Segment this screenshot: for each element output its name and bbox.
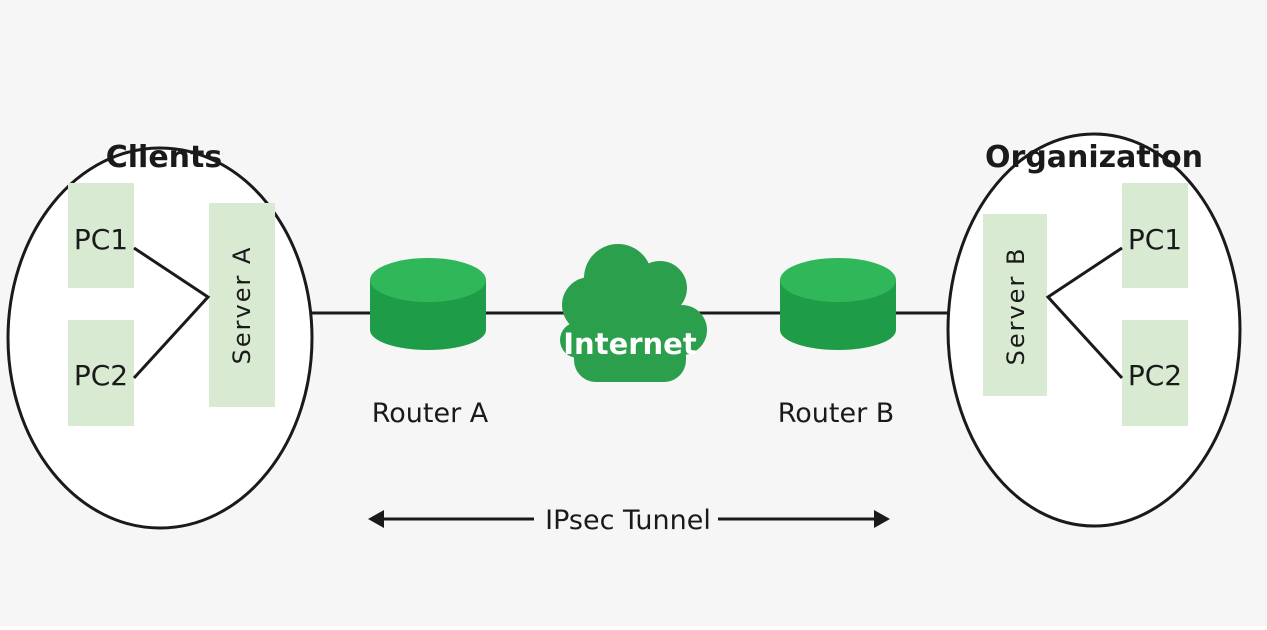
organization-group: Organization Server B PC1 PC2 [946, 132, 1242, 528]
router-b-label: Router B [778, 398, 895, 429]
organization-pc1-box [1122, 183, 1188, 288]
ipsec-tunnel: IPsec Tunnel [368, 505, 890, 536]
server-a-box [209, 203, 275, 407]
clients-pc-connector [132, 246, 211, 380]
router-b: Router B [778, 258, 896, 429]
internet: Internet [560, 244, 707, 382]
router-a: Router A [370, 258, 489, 429]
clients-pc2-box [68, 320, 134, 426]
organization-title: Organization [985, 140, 1203, 175]
clients-pc1-box [68, 183, 134, 288]
organization-pc1-label: PC1 [1128, 223, 1182, 256]
clients-group: Clients PC1 PC2 Server A [6, 140, 314, 530]
router-a-icon [370, 258, 486, 350]
organization-pc2-label: PC2 [1128, 359, 1182, 392]
clients-pc1-label: PC1 [74, 223, 128, 256]
clients-title: Clients [106, 140, 222, 175]
organization-pc2-box [1122, 320, 1188, 426]
ipsec-tunnel-label: IPsec Tunnel [545, 505, 711, 536]
server-b-box [983, 214, 1047, 396]
server-a-label: Server A [228, 246, 256, 365]
router-a-label: Router A [372, 398, 489, 429]
server-b-label: Server B [1002, 247, 1030, 366]
double-arrow-icon [368, 510, 890, 528]
internet-label: Internet [563, 327, 697, 361]
organization-pc-connector [1045, 246, 1124, 380]
router-b-icon [780, 258, 896, 350]
cloud-icon [560, 244, 707, 382]
clients-pc2-label: PC2 [74, 359, 128, 392]
